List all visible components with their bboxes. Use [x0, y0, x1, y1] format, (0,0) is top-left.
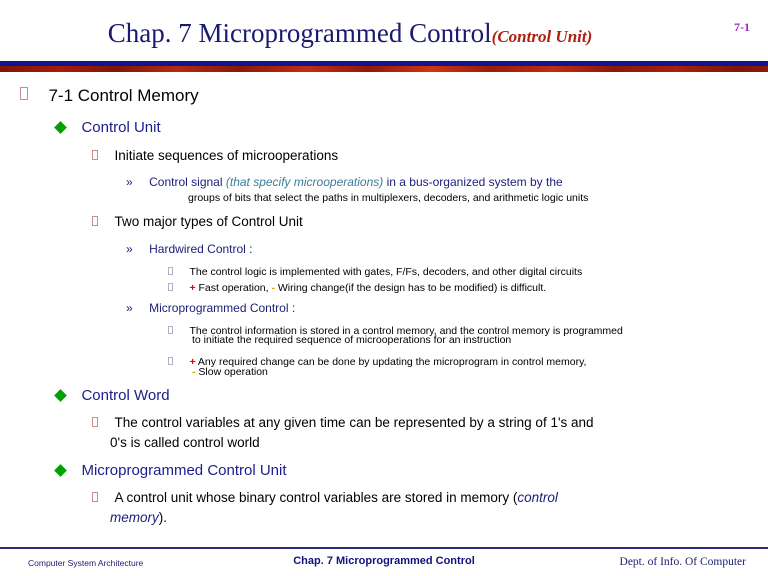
hardwired-label: Hardwired Control :: [149, 242, 253, 256]
control-word-desc-line2: 0's is called control world: [110, 435, 260, 450]
micro-pros: + Any required change can be done by upd…: [189, 356, 586, 368]
green-diamond-bullet-icon: [54, 121, 67, 134]
hardwired-proscons: + Fast operation, - Wiring change(if the…: [189, 282, 546, 294]
control-word-desc-line1: The control variables at any given time …: [114, 415, 594, 430]
bullet-level3-initiate: Initiate sequences of microoperations: [92, 147, 338, 165]
micro-desc-line1: The control information is stored in a c…: [189, 325, 623, 337]
bullet-level2-control-unit: Control Unit: [54, 119, 161, 137]
control-signal-post: in a bus-organized system by the: [383, 175, 563, 189]
mpcu-heading: Microprogrammed Control Unit: [81, 462, 287, 479]
footer-left-text: Computer System Architecture: [28, 558, 144, 568]
small-hollow-box-bullet-icon: [168, 267, 173, 275]
page-title-subtitle: (Control Unit): [491, 27, 593, 46]
micro-cons: - Slow operation: [192, 366, 268, 378]
minus-sign-icon: -: [271, 282, 275, 294]
section-title: 7-1 Control Memory: [48, 86, 199, 105]
bullet-level4-control-signal: » Control signal (that specify microoper…: [126, 173, 563, 191]
bullet-level4-microprogrammed: » Microprogrammed Control :: [126, 299, 295, 317]
initiate-text: Initiate sequences of microoperations: [114, 148, 339, 163]
two-types-text: Two major types of Control Unit: [114, 214, 303, 229]
control-signal-continuation: groups of bits that select the paths in …: [188, 192, 589, 204]
mpcu-desc-emphasis-2: memory: [110, 510, 159, 525]
slide-number: 7-1: [734, 20, 750, 34]
mpcu-desc-emphasis-1: control: [517, 490, 558, 505]
micro-pros-text: Any required change can be done by updat…: [195, 356, 587, 368]
minus-sign-icon: -: [192, 366, 196, 378]
plus-sign-icon: +: [189, 282, 196, 294]
bullet-level2-control-word: Control Word: [54, 387, 170, 405]
control-signal-line: Control signal (that specify microoperat…: [149, 175, 563, 189]
micro-desc-line2: to initiate the required sequence of mic…: [192, 334, 512, 346]
small-hollow-box-bullet-icon: [168, 283, 173, 291]
micro-cons-text: Slow operation: [195, 366, 268, 378]
hollow-box-bullet-icon: [92, 492, 98, 502]
header-navy-divider: [0, 61, 768, 66]
microprogrammed-label: Microprogrammed Control :: [149, 301, 296, 315]
control-word-heading: Control Word: [81, 387, 170, 404]
green-diamond-bullet-icon: [54, 464, 67, 477]
hardwired-pros-text: Fast operation,: [195, 282, 272, 294]
guillemet-bullet-icon: »: [126, 301, 133, 315]
bullet-level2-mpcu: Microprogrammed Control Unit: [54, 462, 287, 480]
bullet-level3-mpcu-desc: A control unit whose binary control vari…: [92, 489, 558, 507]
header-red-divider: [0, 66, 768, 72]
mpcu-desc-post: ).: [158, 510, 168, 525]
bullet-level4-hardwired: » Hardwired Control :: [126, 240, 253, 258]
footer-center-text: Chap. 7 Microprogrammed Control: [293, 555, 475, 567]
plus-sign-icon: +: [189, 356, 196, 368]
mpcu-desc-pre: A control unit whose binary control vari…: [114, 490, 518, 505]
small-hollow-box-bullet-icon: [168, 326, 173, 334]
slide-footer: Computer System Architecture Chap. 7 Mic…: [0, 552, 768, 576]
title-row: Chap. 7 Microprogrammed Control(Control …: [0, 10, 768, 56]
bullet-level5-micro-proscons: + Any required change can be done by upd…: [168, 352, 586, 370]
mpcu-desc-line1: A control unit whose binary control vari…: [114, 490, 557, 505]
bullet-level5-hardwired-proscons: + Fast operation, - Wiring change(if the…: [168, 278, 546, 296]
hollow-box-bullet-icon: [20, 87, 28, 100]
hollow-box-bullet-icon: [92, 216, 98, 226]
control-signal-emphasis: (that specify microoperations): [225, 175, 384, 189]
page-title: Chap. 7 Microprogrammed Control(Control …: [0, 18, 700, 49]
green-diamond-bullet-icon: [54, 389, 67, 402]
bullet-level5-hardwired-desc: The control logic is implemented with ga…: [168, 262, 582, 280]
footer-right-text: Dept. of Info. Of Computer: [619, 556, 746, 568]
slide-content: 7-1 Control Memory Control Unit Initiate…: [0, 78, 768, 544]
bullet-level1-control-memory: 7-1 Control Memory: [20, 86, 199, 106]
footer-divider: [0, 547, 768, 549]
hollow-box-bullet-icon: [92, 150, 98, 160]
control-unit-heading: Control Unit: [81, 119, 161, 136]
slide-header: Chap. 7 Microprogrammed Control(Control …: [0, 0, 768, 74]
hardwired-cons-text: Wiring change(if the design has to be mo…: [274, 282, 547, 294]
bullet-level5-micro-desc: The control information is stored in a c…: [168, 321, 623, 339]
page-title-main: Chap. 7 Microprogrammed Control: [107, 18, 492, 48]
guillemet-bullet-icon: »: [126, 242, 133, 256]
control-signal-pre: Control signal: [149, 175, 226, 189]
guillemet-bullet-icon: »: [126, 175, 133, 189]
bullet-level3-control-word-desc: The control variables at any given time …: [92, 414, 594, 432]
mpcu-desc-line2: memory).: [110, 510, 167, 525]
hardwired-desc: The control logic is implemented with ga…: [189, 266, 583, 278]
bullet-level3-two-types: Two major types of Control Unit: [92, 213, 303, 231]
hollow-box-bullet-icon: [92, 417, 98, 427]
small-hollow-box-bullet-icon: [168, 357, 173, 365]
